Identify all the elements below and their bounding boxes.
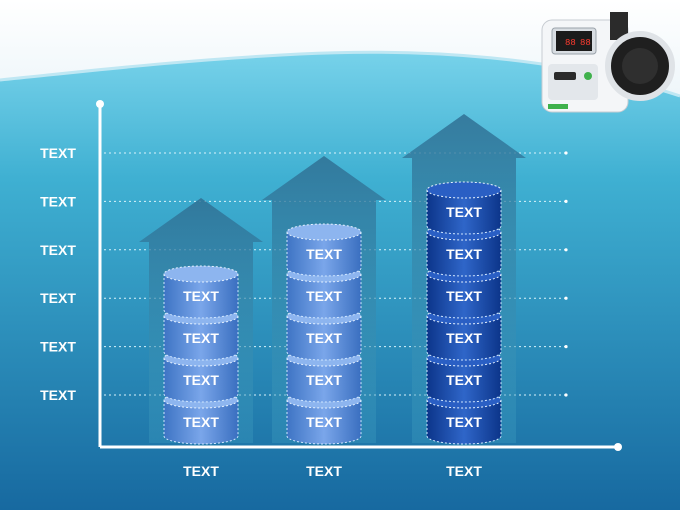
segment-label: TEXT (183, 330, 219, 346)
segment-label: TEXT (306, 330, 342, 346)
x-tick-label: TEXT (446, 463, 482, 479)
bar-segment: TEXT (426, 265, 502, 319)
x-tick-label: TEXT (183, 463, 219, 479)
segment-label: TEXT (446, 204, 482, 220)
device-reading-1: 88 (565, 38, 576, 48)
segment-label: TEXT (183, 288, 219, 304)
y-tick-labels: TEXT TEXT TEXT TEXT TEXT TEXT (40, 145, 76, 403)
blood-pressure-monitor-icon: 88 88 (541, 12, 675, 113)
segment-label: TEXT (183, 414, 219, 430)
bar-segment: TEXT (163, 265, 239, 319)
segment-label: TEXT (306, 372, 342, 388)
grid-line-end (564, 296, 568, 300)
bar-segment: TEXT (286, 223, 362, 277)
segment-label: TEXT (306, 288, 342, 304)
y-tick-label: TEXT (40, 290, 76, 306)
bars: TEXT TEXT TEXT TEXT TEXT TEXT TEXT TEXT TEXT TEXT… (163, 181, 502, 445)
x-tick-labels: TEXT TEXT TEXT (183, 463, 482, 479)
segment-label: TEXT (306, 246, 342, 262)
y-tick-label: TEXT (40, 145, 76, 161)
y-tick-label: TEXT (40, 339, 76, 355)
grid-line-end (564, 151, 568, 155)
grid-line-end (564, 248, 568, 252)
segment-label: TEXT (446, 330, 482, 346)
segment-label: TEXT (183, 372, 219, 388)
segment-label: TEXT (446, 246, 482, 262)
y-tick-label: TEXT (40, 193, 76, 209)
x-tick-label: TEXT (306, 463, 342, 479)
segment-label: TEXT (446, 288, 482, 304)
x-axis-cap (614, 443, 622, 451)
grid-line-end (564, 345, 568, 349)
y-tick-label: TEXT (40, 387, 76, 403)
bar-segment: TEXT (426, 181, 502, 235)
device-reading-2: 88 (580, 38, 591, 48)
segment-label: TEXT (306, 414, 342, 430)
y-axis-cap (96, 100, 104, 108)
grid-line-end (564, 393, 568, 397)
grid-line-end (564, 199, 568, 203)
header-wave (0, 0, 680, 96)
y-tick-label: TEXT (40, 242, 76, 258)
segment-label: TEXT (446, 414, 482, 430)
segment-label: TEXT (446, 372, 482, 388)
